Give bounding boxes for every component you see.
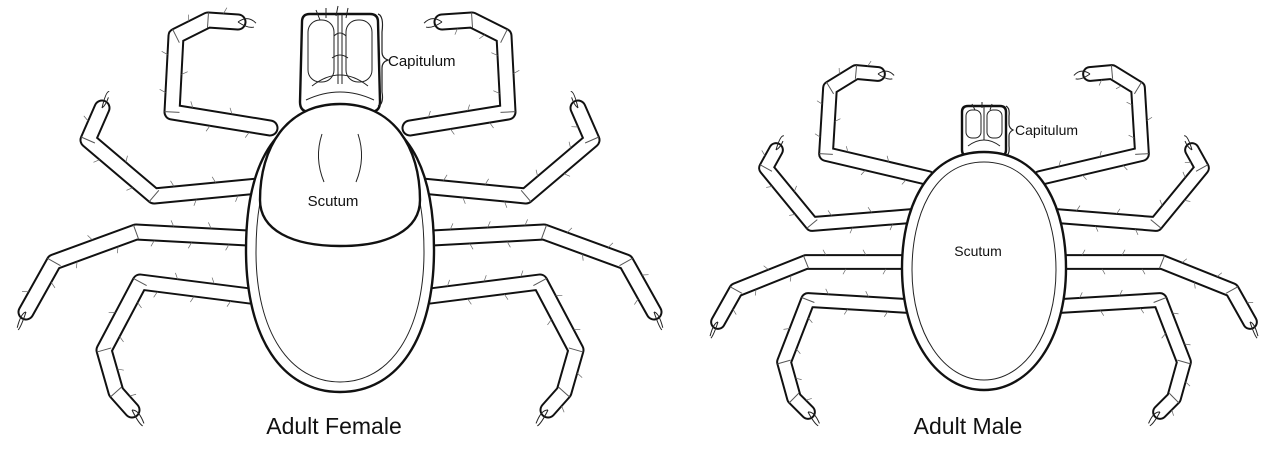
female-leg-right-1 bbox=[410, 13, 519, 135]
female-capitulum-label: Capitulum bbox=[388, 53, 456, 70]
male-scutum-label: Scutum bbox=[954, 243, 1001, 259]
male-leg-left-4 bbox=[777, 289, 908, 426]
female-scutum-label: Scutum bbox=[308, 193, 359, 210]
male-leg-left-1 bbox=[815, 61, 928, 184]
female-leg-left-4 bbox=[97, 273, 250, 426]
male-capitulum bbox=[962, 102, 1006, 156]
adult-female-tick: Capitulum Scutum Adult Female bbox=[17, 6, 663, 439]
adult-male-tick: Capitulum Scutum Adult Male bbox=[710, 61, 1258, 439]
female-scutum bbox=[260, 104, 420, 246]
female-leg-left-1 bbox=[160, 8, 270, 138]
female-caption: Adult Female bbox=[266, 413, 402, 439]
male-leg-right-4 bbox=[1060, 290, 1191, 426]
male-body-scutum bbox=[902, 152, 1066, 390]
male-capitulum-label: Capitulum bbox=[1015, 122, 1078, 138]
male-caption: Adult Male bbox=[914, 413, 1023, 439]
female-leg-right-4 bbox=[430, 271, 583, 426]
female-capitulum bbox=[300, 6, 380, 112]
